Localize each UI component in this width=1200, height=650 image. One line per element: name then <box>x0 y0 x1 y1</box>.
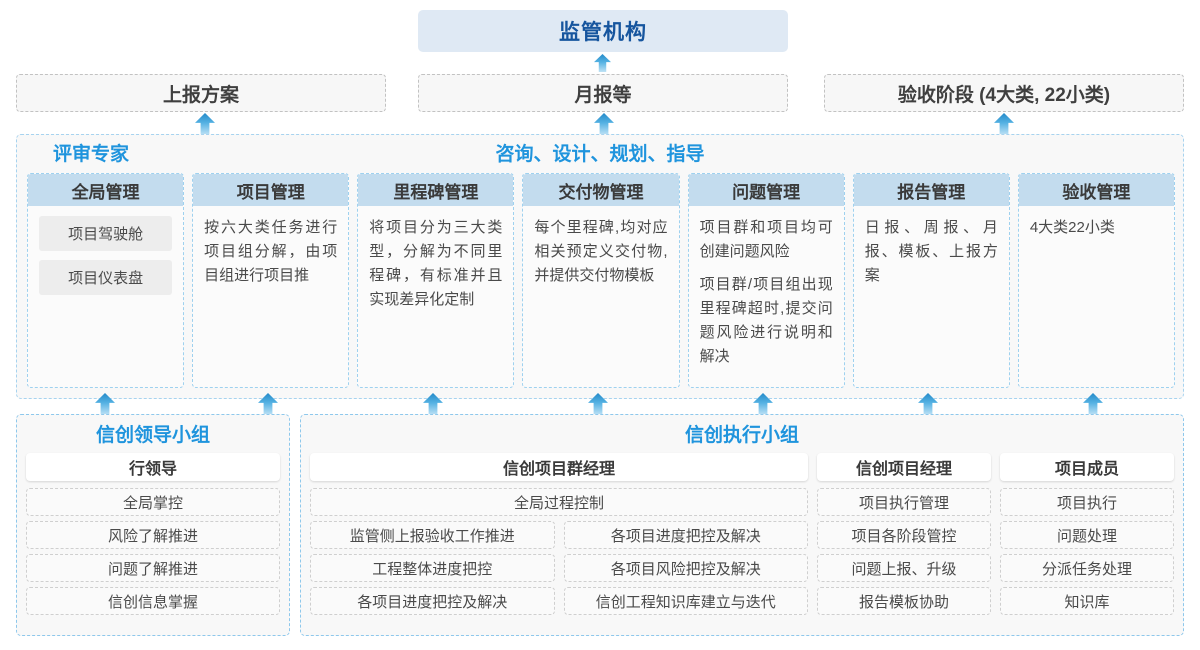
program-manager-tasks-right: 各项目进度把控及解决 各项目风险把控及解决 信创工程知识库建立与迭代 <box>563 521 808 615</box>
task-item[interactable]: 各项目风险把控及解决 <box>563 554 808 582</box>
arrow-platform-to-report-plan <box>195 113 215 135</box>
task-item[interactable]: 全局掌控 <box>26 488 280 516</box>
regulator-banner: 监管机构 <box>418 10 788 52</box>
arrow-platform-to-monthly-report <box>594 113 614 135</box>
column-paragraph: 按六大类任务进行项目组分解，由项目组进行项目推 <box>204 219 338 284</box>
task-item[interactable]: 分派任务处理 <box>1000 554 1174 582</box>
role-block-project-manager: 信创项目经理 项目执行管理 项目各阶段管控 问题上报、升级 报告模板协助 <box>817 453 991 626</box>
execution-role-columns: 信创项目群经理 全局过程控制 监管侧上报验收工作推进 工程整体进度把控 各项目进… <box>310 453 1174 626</box>
column-header: 交付物管理 <box>523 174 679 206</box>
task-item[interactable]: 问题上报、升级 <box>817 554 991 582</box>
column-header: 项目管理 <box>193 174 349 206</box>
task-item[interactable]: 各项目进度把控及解决 <box>310 587 555 615</box>
role-bank-leader: 行领导 <box>26 453 280 481</box>
column-body: 项目驾驶舱 项目仪表盘 <box>28 206 183 387</box>
platform-panel: 评审专家 咨询、设计、规划、指导 全局管理 项目驾驶舱 项目仪表盘 项目管理 按… <box>16 134 1184 399</box>
management-column-report[interactable]: 报告管理 日报、周报、月报、模板、上报方案 <box>852 173 1010 388</box>
task-item[interactable]: 报告模板协助 <box>817 587 991 615</box>
teams-row: 信创领导小组 行领导 全局掌控 风险了解推进 问题了解推进 信创信息掌握 信创执… <box>16 414 1184 636</box>
column-body: 将项目分为三大类型，分解为不同里程碑，有标准并且实现差异化定制 <box>358 206 513 387</box>
role-project-member: 项目成员 <box>1000 453 1174 481</box>
program-manager-task-split: 监管侧上报验收工作推进 工程整体进度把控 各项目进度把控及解决 各项目进度把控及… <box>310 521 808 615</box>
column-paragraph: 将项目分为三大类型，分解为不同里程碑，有标准并且实现差异化定制 <box>369 219 503 308</box>
output-box-monthly-report: 月报等 <box>418 74 788 112</box>
column-body: 每个里程碑,均对应相关预定义交付物,并提供交付物模板 <box>523 206 678 387</box>
output-row: 上报方案 月报等 验收阶段 (4大类, 22小类) <box>16 74 1184 112</box>
panel-title-review-experts: 评审专家 <box>53 144 130 165</box>
management-columns: 全局管理 项目驾驶舱 项目仪表盘 项目管理 按六大类任务进行项目组分解，由项目组… <box>27 173 1175 388</box>
management-column-issue[interactable]: 问题管理 项目群和项目均可创建问题风险 项目群/项目组出现里程碑超时,提交问题风… <box>687 173 845 388</box>
role-block-project-member: 项目成员 项目执行 问题处理 分派任务处理 知识库 <box>1000 453 1174 626</box>
column-paragraph: 项目群/项目组出现里程碑超时,提交问题风险进行说明和解决 <box>699 276 833 365</box>
panel-title-services: 咨询、设计、规划、指导 <box>495 144 705 165</box>
chip-item[interactable]: 项目仪表盘 <box>39 260 173 295</box>
task-item[interactable]: 工程整体进度把控 <box>310 554 555 582</box>
management-column-deliverable[interactable]: 交付物管理 每个里程碑,均对应相关预定义交付物,并提供交付物模板 <box>522 173 680 388</box>
arrow-monthly-to-regulator <box>594 54 611 72</box>
column-body: 4大类22小类 <box>1019 206 1174 387</box>
chip-item[interactable]: 项目驾驶舱 <box>39 216 173 251</box>
task-item[interactable]: 信创工程知识库建立与迭代 <box>563 587 808 615</box>
task-item[interactable]: 各项目进度把控及解决 <box>563 521 808 549</box>
column-paragraph: 日报、周报、月报、模板、上报方案 <box>864 219 998 284</box>
platform-panel-header: 评审专家 咨询、设计、规划、指导 <box>17 135 1183 167</box>
column-paragraph: 每个里程碑,均对应相关预定义交付物,并提供交付物模板 <box>534 219 668 284</box>
task-item[interactable]: 问题处理 <box>1000 521 1174 549</box>
output-box-acceptance-stage: 验收阶段 (4大类, 22小类) <box>824 74 1184 112</box>
column-header: 验收管理 <box>1018 174 1174 206</box>
program-manager-tasks-left: 监管侧上报验收工作推进 工程整体进度把控 各项目进度把控及解决 <box>310 521 555 615</box>
team-title-execution: 信创执行小组 <box>684 425 799 446</box>
role-project-manager: 信创项目经理 <box>817 453 991 481</box>
task-item[interactable]: 风险了解推进 <box>26 521 280 549</box>
task-item[interactable]: 项目各阶段管控 <box>817 521 991 549</box>
output-box-report-plan: 上报方案 <box>16 74 386 112</box>
management-column-project[interactable]: 项目管理 按六大类任务进行项目组分解，由项目组进行项目推 <box>192 173 350 388</box>
task-item-global-process-control[interactable]: 全局过程控制 <box>310 488 808 516</box>
column-header: 问题管理 <box>688 174 844 206</box>
task-item[interactable]: 问题了解推进 <box>26 554 280 582</box>
management-column-acceptance[interactable]: 验收管理 4大类22小类 <box>1017 173 1175 388</box>
column-header: 里程碑管理 <box>358 174 514 206</box>
column-header: 报告管理 <box>853 174 1009 206</box>
task-item[interactable]: 知识库 <box>1000 587 1174 615</box>
column-paragraph: 项目群和项目均可创建问题风险 <box>699 219 833 260</box>
management-column-global[interactable]: 全局管理 项目驾驶舱 项目仪表盘 <box>27 173 185 388</box>
column-body: 日报、周报、月报、模板、上报方案 <box>854 206 1009 387</box>
column-paragraph: 4大类22小类 <box>1029 219 1115 236</box>
column-body: 项目群和项目均可创建问题风险 项目群/项目组出现里程碑超时,提交问题风险进行说明… <box>689 206 844 387</box>
task-item[interactable]: 信创信息掌握 <box>26 587 280 615</box>
role-block-program-manager: 信创项目群经理 全局过程控制 监管侧上报验收工作推进 工程整体进度把控 各项目进… <box>310 453 808 626</box>
task-item[interactable]: 项目执行管理 <box>817 488 991 516</box>
column-body: 按六大类任务进行项目组分解，由项目组进行项目推 <box>193 206 348 387</box>
arrow-platform-to-acceptance <box>994 113 1014 135</box>
team-leadership-group: 信创领导小组 行领导 全局掌控 风险了解推进 问题了解推进 信创信息掌握 <box>16 414 290 636</box>
team-execution-group: 信创执行小组 信创项目群经理 全局过程控制 监管侧上报验收工作推进 工程整体进度… <box>300 414 1184 636</box>
team-title-leadership: 信创领导小组 <box>95 425 210 446</box>
management-column-milestone[interactable]: 里程碑管理 将项目分为三大类型，分解为不同里程碑，有标准并且实现差异化定制 <box>357 173 515 388</box>
task-item[interactable]: 监管侧上报验收工作推进 <box>310 521 555 549</box>
role-program-manager: 信创项目群经理 <box>310 453 808 481</box>
column-header: 全局管理 <box>28 174 184 206</box>
task-item[interactable]: 项目执行 <box>1000 488 1174 516</box>
